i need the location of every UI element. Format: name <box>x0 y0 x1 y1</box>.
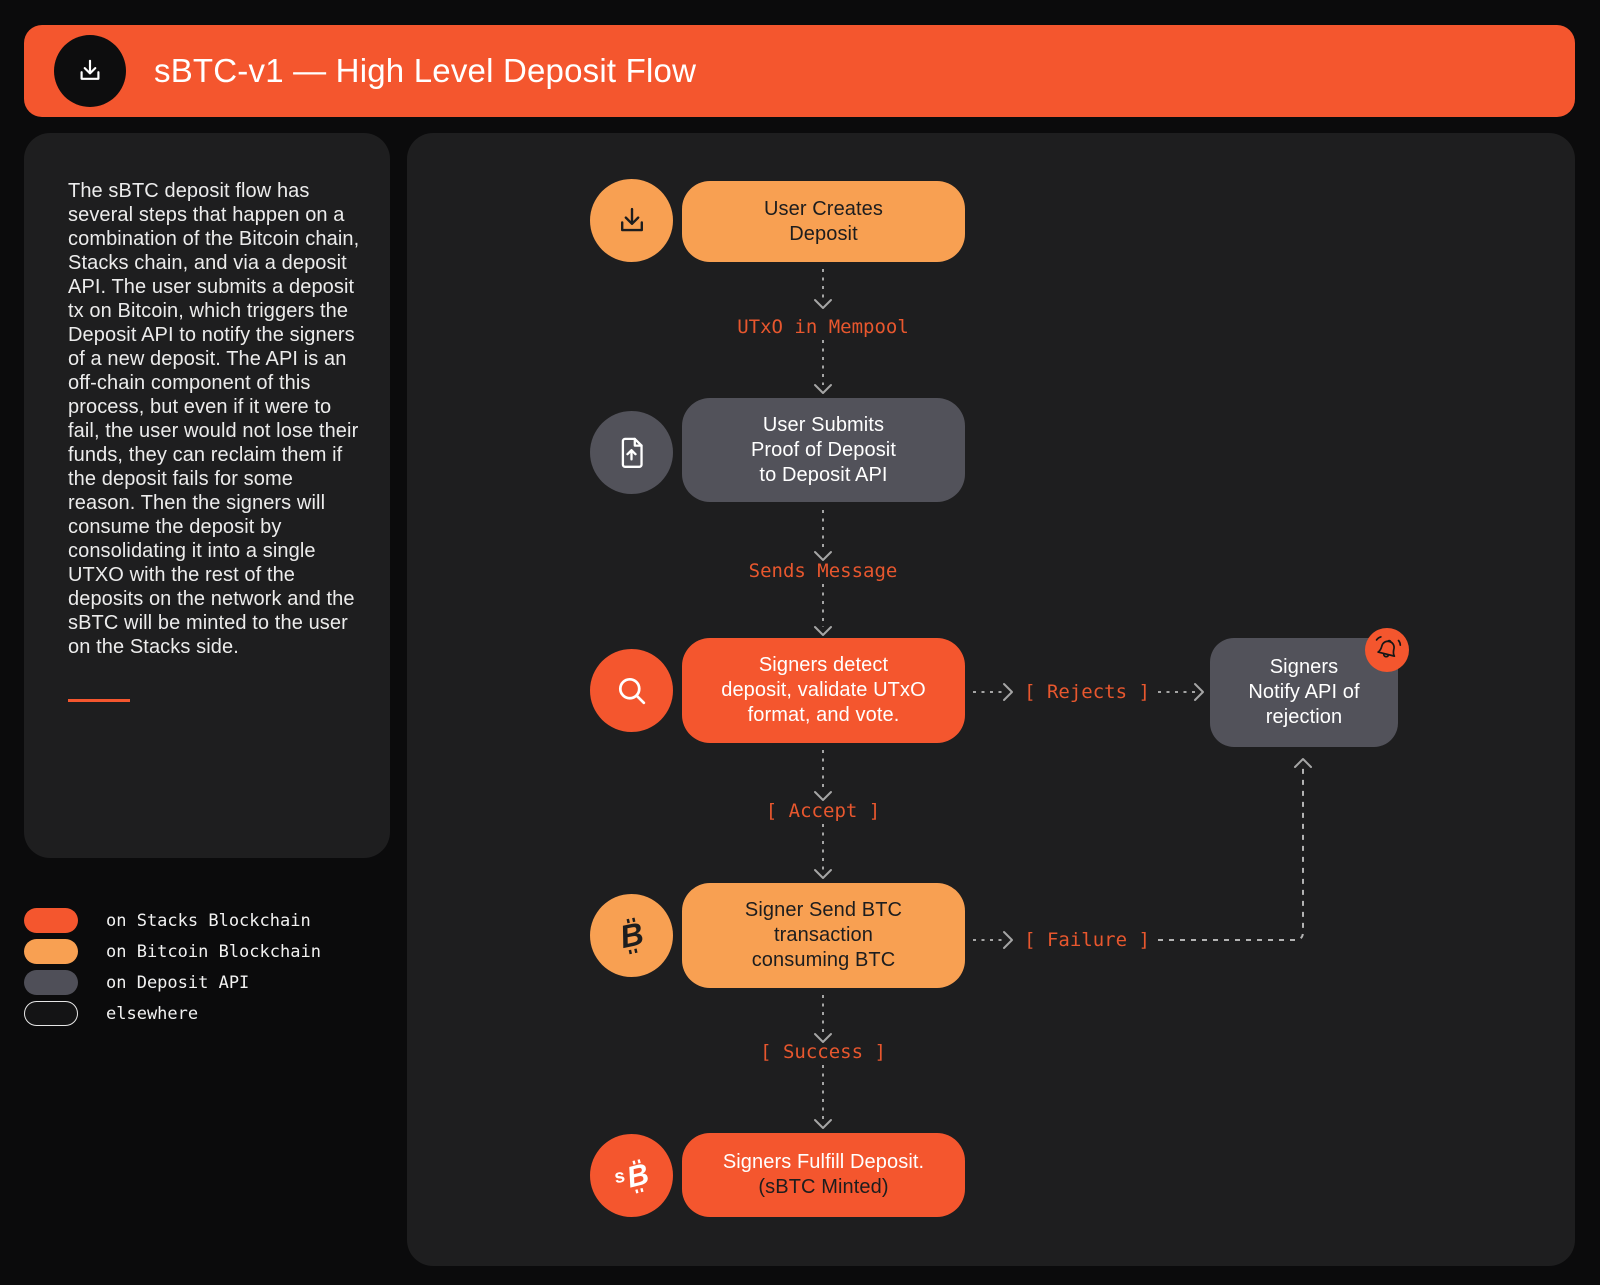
legend: on Stacks Blockchain on Bitcoin Blockcha… <box>24 908 321 1026</box>
legend-label: elsewhere <box>106 1003 199 1024</box>
page-title: sBTC-v1 — High Level Deposit Flow <box>154 52 697 89</box>
flow-node-signers-validate: Signers detect deposit, validate UTxO fo… <box>682 638 965 743</box>
svg-text:B: B <box>616 915 646 955</box>
legend-item-stacks: on Stacks Blockchain <box>24 908 321 933</box>
node-label-line2: (sBTC Minted) <box>758 1176 889 1198</box>
node-label: Signer Send BTC transaction consuming BT… <box>744 899 903 971</box>
download-icon <box>590 179 673 262</box>
download-icon <box>54 35 126 107</box>
legend-label: on Stacks Blockchain <box>106 910 311 931</box>
node-label-line1: Signers Fulfill Deposit. <box>722 1151 925 1173</box>
flow-node-user-submits-proof: User Submits Proof of Deposit to Deposit… <box>682 398 965 502</box>
edge-label-success: [ Success ] <box>760 1041 886 1063</box>
legend-item-bitcoin: on Bitcoin Blockchain <box>24 939 321 964</box>
legend-swatch-deposit-api <box>24 970 78 995</box>
node-label: Signers detect deposit, validate UTxO fo… <box>721 654 926 726</box>
edge-label-accept: [ Accept ] <box>765 800 881 822</box>
edge-label-failure: [ Failure ] <box>1024 929 1150 951</box>
legend-label: on Bitcoin Blockchain <box>106 941 321 962</box>
legend-item-elsewhere: elsewhere <box>24 1001 321 1026</box>
node-label: User Submits Proof of Deposit to Deposit… <box>750 413 896 486</box>
description-panel: The sBTC deposit flow has several steps … <box>24 133 390 858</box>
legend-item-deposit-api: on Deposit API <box>24 970 321 995</box>
legend-swatch-stacks <box>24 908 78 933</box>
flow-node-signer-send-btc: Signer Send BTC transaction consuming BT… <box>682 883 965 988</box>
node-label: User Creates Deposit <box>763 197 883 245</box>
node-label: Signers Notify API of rejection <box>1248 656 1360 728</box>
sbtc-icon: s B <box>590 1134 673 1217</box>
edge-label-rejects: [ Rejects ] <box>1024 681 1150 703</box>
flow-node-signers-fulfill: Signers Fulfill Deposit. (sBTC Minted) <box>682 1133 965 1217</box>
edge-label-sends-message: Sends Message <box>748 560 898 582</box>
flow-panel: User Creates Deposit UTxO in Mempool Use… <box>407 133 1575 1266</box>
svg-text:s: s <box>613 1165 626 1187</box>
flow-node-user-creates-deposit: User Creates Deposit <box>682 181 965 262</box>
magnifier-icon <box>590 649 673 732</box>
svg-text:B: B <box>623 1157 652 1194</box>
flow-connectors <box>814 269 1312 1129</box>
legend-swatch-elsewhere <box>24 1001 78 1026</box>
description-text: The sBTC deposit flow has several steps … <box>68 180 360 658</box>
legend-label: on Deposit API <box>106 972 250 993</box>
file-upload-icon <box>590 411 673 494</box>
header-bar: sBTC-v1 — High Level Deposit Flow <box>24 25 1575 117</box>
bitcoin-icon: B <box>590 894 673 977</box>
accent-dash <box>68 699 130 702</box>
flow-node-notify-rejection: Signers Notify API of rejection <box>1210 638 1398 747</box>
bell-icon <box>1365 628 1409 672</box>
legend-swatch-bitcoin <box>24 939 78 964</box>
edge-label-utxo-in-mempool: UTxO in Mempool <box>737 316 909 338</box>
